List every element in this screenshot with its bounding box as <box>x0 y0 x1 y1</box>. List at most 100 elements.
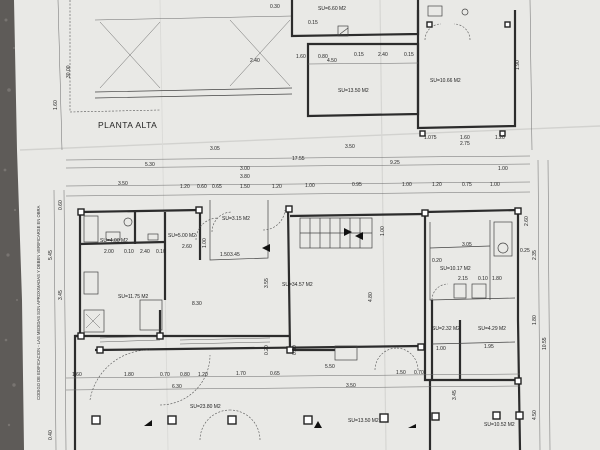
svg-text:0.30: 0.30 <box>270 4 280 10</box>
sink-fixture <box>105 231 121 241</box>
room-area-label: SU=10.17 M2 <box>440 266 471 272</box>
door-arc <box>159 354 211 406</box>
svg-text:0.25: 0.25 <box>520 248 530 254</box>
svg-text:3.00: 3.00 <box>240 166 250 172</box>
toilet-fixture <box>123 217 133 227</box>
svg-text:0.40: 0.40 <box>48 430 54 440</box>
svg-text:3.80: 3.80 <box>240 174 250 180</box>
upper-slab-line <box>94 87 293 93</box>
svg-text:0.20: 0.20 <box>264 345 270 355</box>
svg-text:5.30: 5.30 <box>145 162 155 168</box>
svg-text:1.50: 1.50 <box>240 184 250 190</box>
column <box>515 411 524 420</box>
svg-text:5.45: 5.45 <box>48 250 54 260</box>
svg-text:1.60: 1.60 <box>296 54 306 60</box>
svg-text:1.20: 1.20 <box>432 182 442 188</box>
svg-text:0.10: 0.10 <box>478 276 488 282</box>
door-arc <box>211 211 233 233</box>
svg-text:1.00: 1.00 <box>402 182 412 188</box>
svg-text:2.00: 2.00 <box>104 249 114 255</box>
exterior-wall-top-left <box>79 208 201 214</box>
svg-text:5.50: 5.50 <box>325 364 335 370</box>
room-area-label: SU=23.80 M2 <box>190 404 221 410</box>
toilet-fixture <box>497 242 509 254</box>
column <box>431 412 440 421</box>
svg-text:3.45: 3.45 <box>452 390 458 400</box>
column <box>286 346 294 354</box>
upper-floor-plan: SU=6.60 M2 SU=13.50 M2 SU=10.66 M2 PLANT… <box>53 0 533 152</box>
column <box>96 346 104 354</box>
section-marker <box>314 421 322 428</box>
svg-text:0.65: 0.65 <box>270 371 280 377</box>
column <box>492 411 501 420</box>
column <box>195 206 203 214</box>
room-area-label: SU=13.50 M2 <box>348 418 379 424</box>
svg-text:1.90: 1.90 <box>515 60 521 70</box>
kitchen-cabinet <box>83 309 105 333</box>
door-arc <box>229 409 261 441</box>
svg-text:1.70: 1.70 <box>236 371 246 377</box>
svg-text:2.40: 2.40 <box>378 52 388 58</box>
svg-text:1.80: 1.80 <box>124 372 134 378</box>
column <box>499 130 506 137</box>
svg-text:3.50: 3.50 <box>118 181 128 187</box>
column <box>285 205 293 213</box>
dimension-strings-side: 3.45 5.45 0.60 0.40 10.55 2.35 1.80 4.50… <box>48 159 551 450</box>
column <box>504 21 511 28</box>
column <box>379 413 389 423</box>
column <box>77 332 85 340</box>
upper-room-c-walls <box>416 10 517 130</box>
svg-text:3.55: 3.55 <box>264 278 270 288</box>
svg-text:0.10: 0.10 <box>156 249 166 255</box>
wall-terrace-top <box>94 344 421 352</box>
svg-text:2.40: 2.40 <box>250 58 260 64</box>
svg-text:1.80: 1.80 <box>492 276 502 282</box>
svg-text:0.15: 0.15 <box>354 52 364 58</box>
svg-text:1.60: 1.60 <box>72 372 82 378</box>
svg-text:1.60: 1.60 <box>53 100 59 110</box>
svg-text:2.60: 2.60 <box>182 244 192 250</box>
roof-slope-2 <box>99 21 161 89</box>
room-area-label: SU=6.60 M2 <box>318 6 346 12</box>
svg-text:0.95: 0.95 <box>352 182 362 188</box>
dimension-strings-top: 5.30 17.55 9.25 3.00 3.80 3.50 1.20 0.60… <box>65 155 531 197</box>
section-marker <box>355 232 363 240</box>
svg-text:3.50: 3.50 <box>346 383 356 389</box>
column <box>514 377 522 385</box>
column <box>167 415 177 425</box>
svg-text:1.00: 1.00 <box>436 346 446 352</box>
svg-text:1.60: 1.60 <box>460 135 470 141</box>
column <box>419 130 426 137</box>
room-area-label: SU=5.00 M2 <box>168 233 196 239</box>
svg-text:0.70: 0.70 <box>160 372 170 378</box>
svg-text:1.00: 1.00 <box>490 182 500 188</box>
door-arc <box>431 283 449 301</box>
room-area-label: SU=2.32 M2 <box>432 326 460 332</box>
svg-text:0.20: 0.20 <box>432 258 442 264</box>
kitchen-counter <box>83 271 99 295</box>
svg-text:1.20: 1.20 <box>180 184 190 190</box>
kitchen-island <box>139 299 163 331</box>
svg-text:8.30: 8.30 <box>192 301 202 307</box>
svg-text:1.20: 1.20 <box>495 135 505 141</box>
svg-text:1.00: 1.00 <box>380 226 386 236</box>
svg-text:1.20: 1.20 <box>198 372 208 378</box>
section-marker <box>262 244 270 252</box>
column <box>417 343 425 351</box>
svg-text:0.10: 0.10 <box>124 249 134 255</box>
svg-text:1.00: 1.00 <box>498 166 508 172</box>
bathtub <box>83 215 99 243</box>
section-marker <box>144 420 152 426</box>
column <box>421 209 429 217</box>
svg-text:2.35: 2.35 <box>532 250 538 260</box>
svg-text:3.45: 3.45 <box>230 252 240 258</box>
svg-text:3.05: 3.05 <box>210 146 220 152</box>
room-area-label: SU=4.00 M2 <box>100 238 128 244</box>
svg-text:9.25: 9.25 <box>390 160 400 166</box>
svg-text:0.60: 0.60 <box>197 184 207 190</box>
svg-text:4.50: 4.50 <box>327 58 337 64</box>
svg-text:0.75: 0.75 <box>462 182 472 188</box>
shower <box>493 221 513 257</box>
